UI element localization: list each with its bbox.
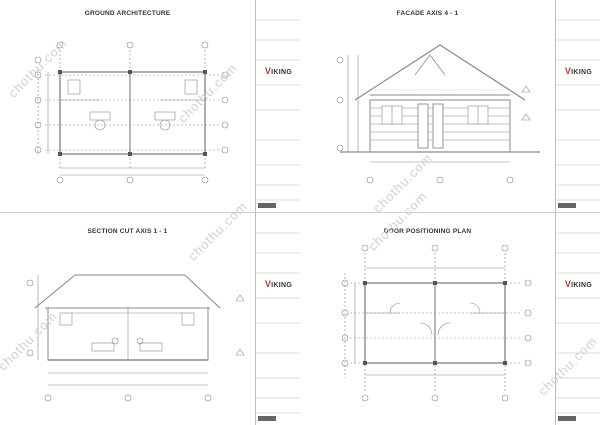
sheet-title: SECTION CUT AXIS 1 - 1	[87, 228, 168, 235]
brand-prefix: V	[264, 279, 272, 289]
facade-drawing	[336, 44, 540, 184]
sheet-divider-horizontal	[0, 212, 600, 213]
brand-prefix: V	[264, 66, 272, 76]
brand-prefix: V	[564, 279, 572, 289]
brand-logo: VIKING	[556, 279, 600, 289]
brand-prefix: V	[564, 66, 572, 76]
brand-name: IKING	[271, 282, 293, 289]
title-block: VIKING	[555, 0, 600, 212]
title-block: VIKING	[255, 213, 301, 425]
title-block-grid	[556, 19, 600, 208]
door-plan-drawing	[341, 244, 532, 402]
sheet-title: FACADE AXIS 4 - 1	[396, 10, 459, 17]
brand-logo: VIKING	[256, 279, 301, 289]
title-block: VIKING	[555, 213, 600, 425]
sheet-ground-architecture: GROUND ARCHITECTURE	[0, 0, 301, 212]
brand-name: IKING	[571, 69, 593, 76]
floor-plan-drawing	[34, 41, 229, 184]
brand-name: IKING	[571, 282, 593, 289]
title-block-grid	[256, 232, 301, 421]
sheet-section-cut: SECTION CUT AXIS 1 - 1	[0, 198, 301, 425]
title-block-grid	[256, 19, 301, 208]
sheet-title: DOOR POSITIONING PLAN	[383, 228, 472, 235]
section-drawing	[26, 274, 245, 402]
title-block-grid	[556, 232, 600, 421]
sheet-title: GROUND ARCHITECTURE	[84, 10, 171, 17]
sheet-door-positioning: DOOR POSITIONING PLAN	[300, 188, 600, 425]
title-block: VIKING	[255, 0, 301, 212]
brand-name: IKING	[271, 69, 293, 76]
brand-logo: VIKING	[556, 66, 600, 76]
sheet-facade: FACADE AXIS 4 - 1	[300, 0, 600, 216]
brand-logo: VIKING	[256, 66, 301, 76]
